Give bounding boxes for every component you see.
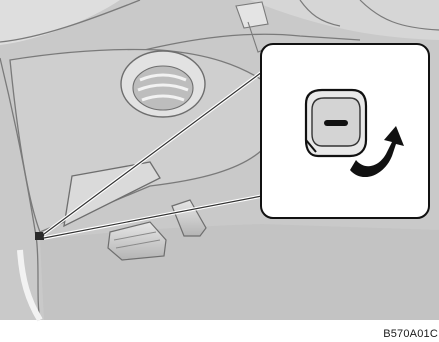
caption-strip [0,320,439,342]
lever-grip-slot [324,120,348,126]
hood-release-lever [35,232,44,240]
floor [40,224,439,320]
figure-code: B570A01C [383,328,438,340]
inset-detail-view [261,44,429,218]
